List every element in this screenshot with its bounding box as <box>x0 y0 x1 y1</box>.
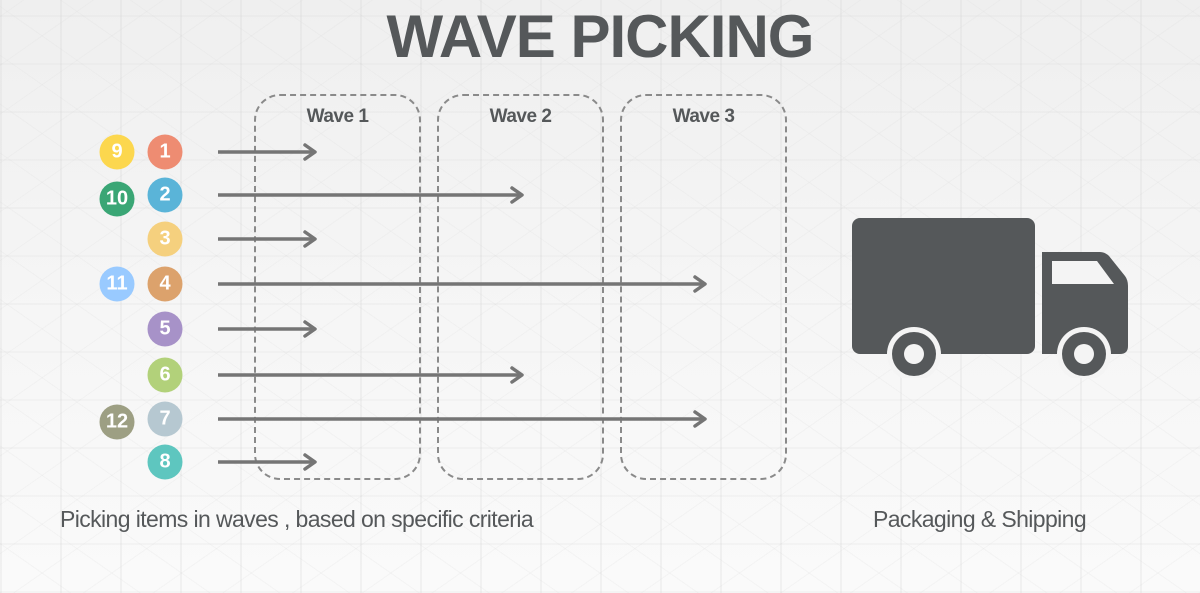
arrow-to-wave-1 <box>218 453 317 471</box>
order-badge: 11 <box>99 266 135 302</box>
order-badge: 9 <box>99 134 135 170</box>
order-badge: 4 <box>147 266 183 302</box>
wave-label: Wave 2 <box>489 106 552 127</box>
arrow-to-wave-1 <box>218 320 317 338</box>
shipping-caption: Packaging & Shipping <box>873 506 1087 532</box>
arrow-to-wave-2 <box>218 366 524 384</box>
page-title: WAVE PICKING <box>386 3 815 70</box>
picking-caption: Picking items in waves , based on specif… <box>60 506 534 532</box>
arrow-to-wave-3 <box>218 410 707 428</box>
order-badge: 1 <box>147 134 183 170</box>
order-badge: 12 <box>99 404 135 440</box>
order-badge: 8 <box>147 444 183 480</box>
order-badge: 3 <box>147 221 183 257</box>
order-badge: 10 <box>99 181 135 217</box>
wave-box-3: Wave 3 <box>620 94 787 480</box>
wave-label: Wave 3 <box>672 106 735 127</box>
order-badge: 6 <box>147 357 183 393</box>
wave-box-1: Wave 1 <box>254 94 421 480</box>
arrow-to-wave-2 <box>218 186 524 204</box>
wave-label: Wave 1 <box>306 106 369 127</box>
arrow-to-wave-1 <box>218 143 317 161</box>
arrow-to-wave-3 <box>218 275 707 293</box>
order-badge: 5 <box>147 311 183 347</box>
arrow-to-wave-1 <box>218 230 317 248</box>
order-badge: 2 <box>147 177 183 213</box>
order-badge: 7 <box>147 401 183 437</box>
wave-box-2: Wave 2 <box>437 94 604 480</box>
truck-icon <box>852 216 1132 383</box>
